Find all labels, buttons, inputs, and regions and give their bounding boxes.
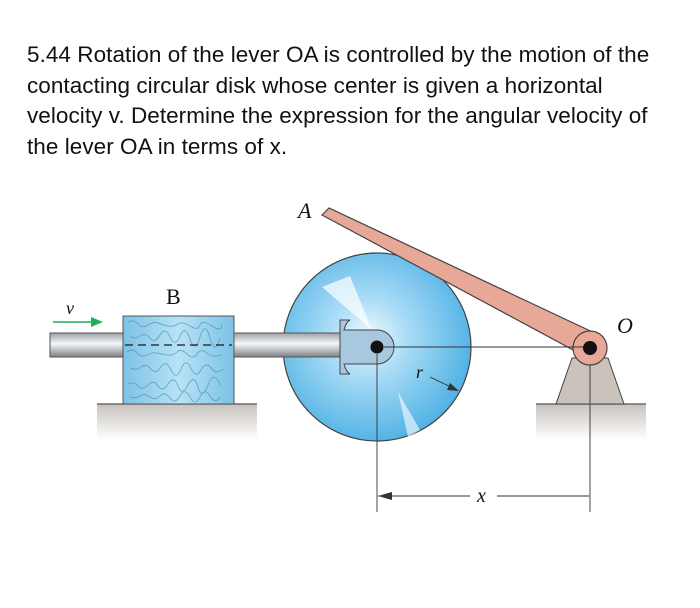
label-O: O <box>617 313 633 338</box>
mechanism-figure: A B O v r x <box>49 198 646 512</box>
ground-left <box>97 403 257 440</box>
label-v: v <box>66 298 74 318</box>
problem-statement: 5.44 Rotation of the lever OA is control… <box>27 42 650 159</box>
left-rod <box>49 332 126 358</box>
block-B <box>122 315 235 405</box>
label-A: A <box>296 198 312 223</box>
dimension-x <box>378 492 589 500</box>
label-r: r <box>416 362 424 382</box>
clevis <box>339 319 395 375</box>
ground-right <box>536 403 646 440</box>
connecting-rod <box>231 332 351 358</box>
pivot-O <box>583 341 597 355</box>
label-B: B <box>166 284 181 309</box>
label-x: x <box>476 485 486 507</box>
disk-center <box>370 340 384 354</box>
velocity-arrow <box>53 317 103 327</box>
radius-arrow <box>429 376 459 391</box>
